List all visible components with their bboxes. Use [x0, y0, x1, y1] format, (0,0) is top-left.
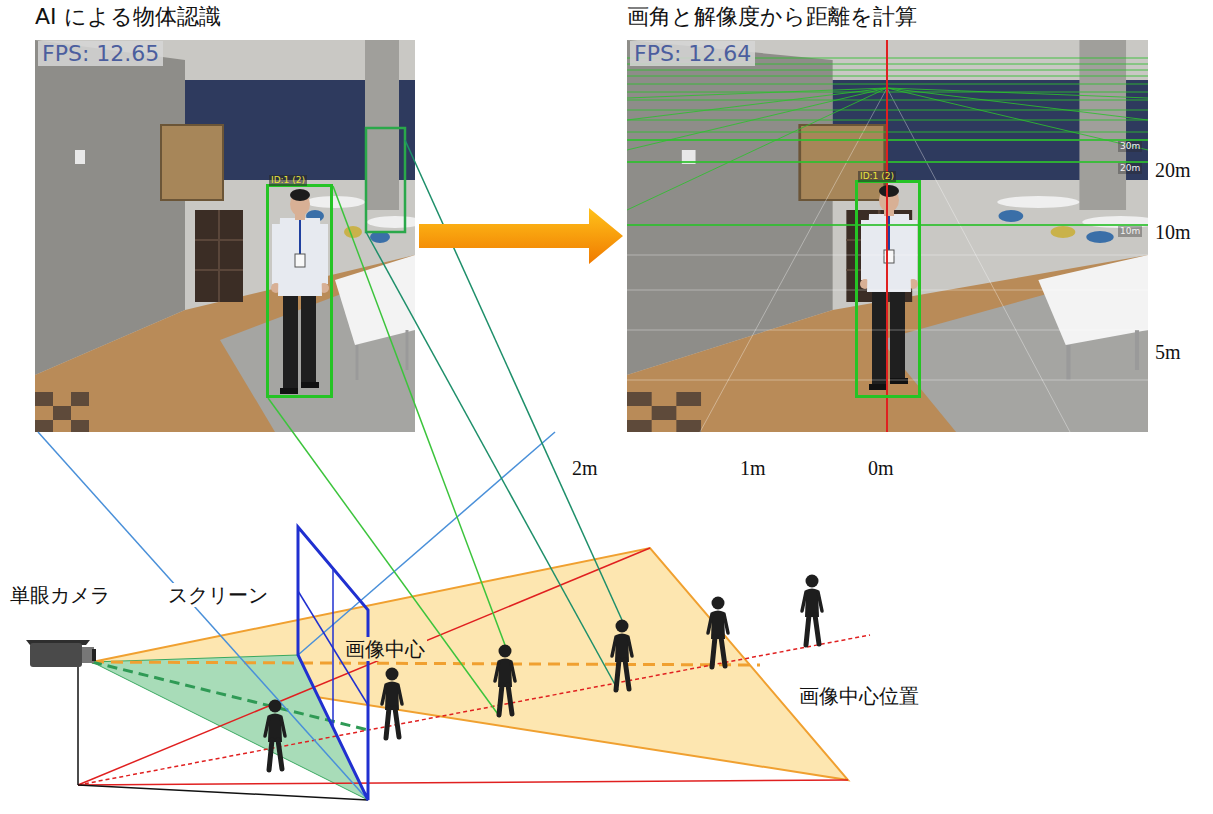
person-figures [382, 668, 402, 739]
panel-heading: 画角と解像度から距離を計算 [627, 4, 917, 30]
leader-lines [268, 398, 500, 717]
distance-lines [887, 88, 1148, 150]
projection-line [298, 432, 555, 655]
person-figures [265, 700, 285, 771]
panel-heading: AI による物体認識 [35, 4, 221, 30]
person-figures [708, 597, 728, 668]
screen-plane [92, 655, 368, 800]
track-id: ID:1 (2) [269, 175, 307, 186]
camera-height [77, 667, 79, 785]
offset-mark: 1m [738, 456, 768, 480]
distance-mark: 20m [1153, 158, 1193, 182]
distance-lines [627, 88, 887, 210]
ground-center-line [78, 635, 870, 785]
leader-lines [405, 140, 622, 620]
distance-lines [887, 88, 1148, 120]
distance-lines [627, 88, 887, 120]
person-figures [265, 575, 822, 771]
fps-counter: FPS: 12.65 [38, 41, 163, 66]
grid-distance: 30m [1118, 141, 1142, 152]
center-dash [92, 662, 760, 665]
projection-line [38, 432, 368, 800]
distance-mark: 10m [1153, 220, 1193, 244]
left-photo [271, 189, 329, 394]
ground-line [78, 780, 848, 785]
part-name: スクリーン [166, 583, 270, 607]
detection-frame [366, 128, 405, 232]
offset-mark: 2m [570, 456, 600, 480]
offset-mark: 0m [866, 456, 896, 480]
person-figures [612, 620, 632, 691]
right-photo [627, 40, 1148, 432]
distance-lines [627, 88, 887, 150]
screen [298, 527, 368, 800]
camera-icon [26, 640, 96, 667]
fps-counter: FPS: 12.64 [630, 41, 755, 66]
photo-panel: ID:1 (2)AI による物体認識FPS: 12.65 [35, 40, 415, 432]
detection-box: ID:1 (2) [855, 180, 921, 398]
person-figures [495, 645, 515, 716]
screen-dash [92, 662, 368, 730]
leader-lines [268, 140, 622, 717]
left-photo [35, 40, 415, 432]
leader-lines [366, 232, 618, 690]
screen [298, 527, 368, 800]
part-name: 画像中心 [343, 637, 427, 661]
distance-mark: 5m [1153, 340, 1183, 364]
part-name: 画像中心位置 [797, 684, 921, 708]
right-photo [860, 185, 918, 390]
ground-line [78, 785, 368, 800]
person-figures [802, 575, 822, 646]
grid-distance: 10m [1118, 226, 1142, 237]
camera-icon [30, 643, 82, 667]
track-id: ID:1 (2) [858, 171, 896, 182]
part-name: 単眼カメラ [8, 583, 112, 607]
leader-lines [333, 186, 505, 645]
center-line [886, 40, 888, 432]
ground-line [78, 548, 650, 785]
camera-icon [92, 649, 96, 661]
photo-panel: ID:1 (2)画角と解像度から距離を計算FPS: 12.64 [627, 40, 1148, 432]
right-photo [627, 40, 1148, 432]
detection-box: ID:1 (2) [266, 184, 333, 398]
left-photo [35, 40, 415, 432]
grid-distance: 20m [1118, 163, 1142, 174]
block-arrow [419, 208, 623, 264]
